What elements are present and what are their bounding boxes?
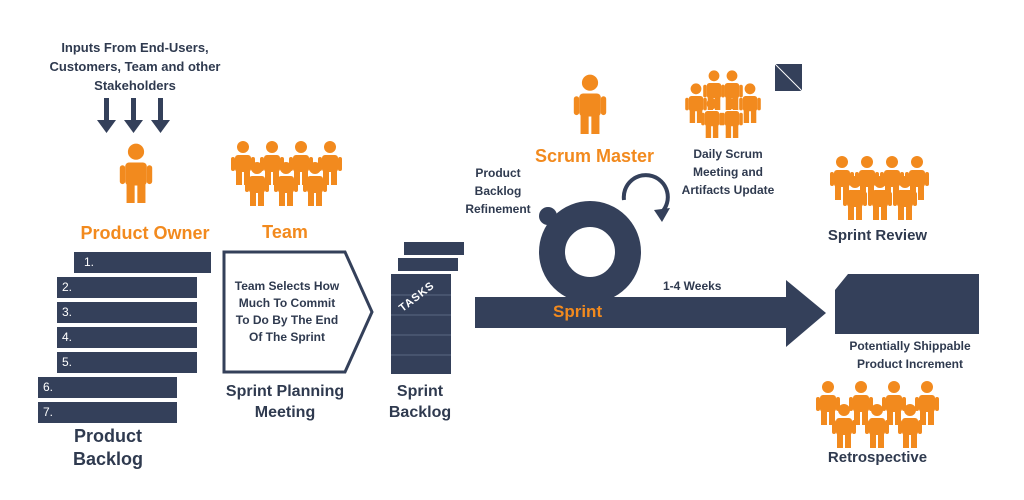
planning-box [222,250,374,374]
team-label: Team [262,222,308,242]
scrum-master-person-icon [573,74,607,134]
team-people-icon [231,141,342,206]
backlog-item: 7. [38,402,177,423]
planning-box-line: Much To Commit [238,296,336,310]
planning-box-line: To Do By The End [235,313,339,327]
daily-scrum-label-line: Artifacts Update [681,183,775,197]
increment-label-line: Product Increment [856,357,964,371]
daily-scrum-label-line: Meeting and [692,165,763,179]
backlog-item: 2. [57,277,197,298]
weeks-label: 1-4 Weeks [663,279,722,293]
daily-scrum-label-line: Daily Scrum [693,147,763,161]
product-increment-shape [835,274,979,334]
backlog-item: 4. [57,327,197,348]
daily-scrum-people-icon [685,70,761,138]
inputs-label-line: Stakeholders [94,78,176,93]
down-arrow-icon [97,98,116,133]
refinement-dot [539,207,557,225]
sprint-review-label: Sprint Review [827,227,928,244]
increment-label-line: Potentially Shippable [849,339,971,353]
sprint-backlog-label-line: Backlog [388,404,452,421]
loop-arrow-icon [621,173,670,222]
planning-box-line: Team Selects How [234,279,340,293]
sprint-label: Sprint [553,302,603,321]
backlog-item-label: 1. [84,255,95,269]
sprint-backlog-label: Sprint Backlog [380,381,460,423]
backlog-item-label: 4. [62,330,73,344]
backlog-item-label: 7. [43,405,54,419]
daily-scrum-label: Daily Scrum Meeting and Artifacts Update [672,145,784,199]
planning-box-text: Team Selects How Much To Commit To Do By… [222,278,352,346]
inputs-label-line: Inputs From End-Users, [61,40,209,55]
sprint-planning-label: Sprint Planning Meeting [215,381,355,423]
increment-label: Potentially Shippable Product Increment [825,337,995,373]
down-arrow-icon [151,98,170,133]
planning-box-line: Of The Sprint [249,330,325,344]
backlog-item: 1. [74,252,211,273]
backlog-item: 5. [57,352,197,373]
refinement-label-line: Product [475,166,521,180]
product-backlog-title: Product Backlog [48,425,168,471]
sprint-review-people-icon [830,156,929,220]
sprint-planning-label-line: Meeting [254,404,316,421]
refinement-label-line: Backlog [474,184,522,198]
backlog-item-label: 3. [62,305,73,319]
inputs-label: Inputs From End-Users, Customers, Team a… [30,38,240,95]
backlog-item-label: 2. [62,280,73,294]
product-owner-label: Product Owner [80,223,210,243]
backlog-item: 3. [57,302,197,323]
down-arrow-icon [124,98,143,133]
sprint-planning-label-line: Sprint Planning [225,383,345,400]
inputs-label-line: Customers, Team and other [49,59,221,74]
backlog-item-label: 5. [62,355,73,369]
sprint-cycle-ring [539,201,641,303]
product-backlog-title-line: Backlog [72,449,144,469]
sprint-arrow [475,280,826,347]
scrum-master-label: Scrum Master [535,146,655,166]
product-owner-person-icon [119,143,153,203]
refinement-label: Product Backlog Refinement [452,164,544,218]
sprint-backlog-label-line: Sprint [396,383,444,400]
retrospective-label: Retrospective [827,449,928,466]
corner-square-icon [774,63,803,92]
backlog-item-label: 6. [43,380,54,394]
product-backlog-title-line: Product [73,426,142,446]
backlog-item: 6. [38,377,177,398]
refinement-label-line: Refinement [465,202,531,216]
sprint-backlog-stack [391,242,464,374]
retrospective-people-icon [816,381,939,448]
